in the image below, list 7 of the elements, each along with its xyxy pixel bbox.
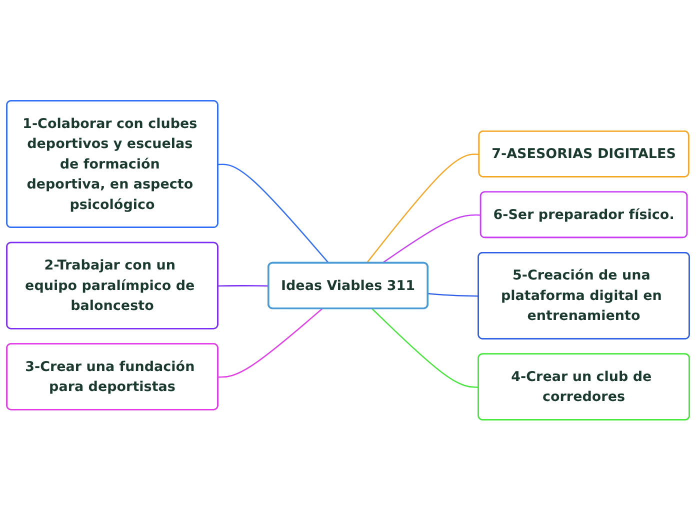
connector	[382, 214, 481, 264]
connector	[366, 153, 480, 264]
connector	[428, 292, 479, 296]
connector	[218, 308, 323, 378]
connector	[218, 284, 269, 286]
connector	[218, 164, 330, 264]
connector	[372, 308, 479, 388]
